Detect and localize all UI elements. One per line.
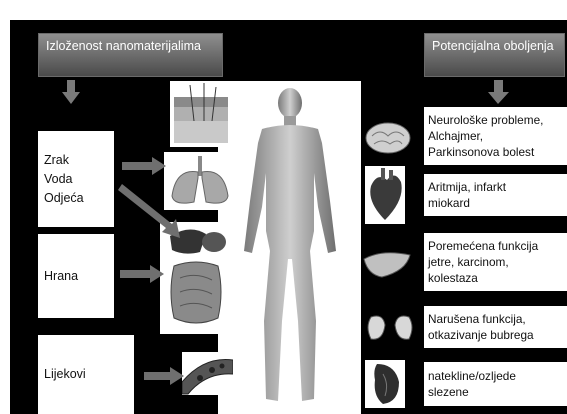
liver-icon (362, 247, 412, 283)
brain-icon (362, 118, 414, 158)
heart-thumb (365, 166, 405, 224)
arrow-medicine-to-vessel (144, 367, 184, 385)
arrow-to-lungs (122, 157, 166, 175)
liver-thumb (362, 247, 412, 283)
arrow-food-to-digestive (120, 265, 164, 283)
disease-box-kidney: Narušena funkcija, otkazivanje bubrega (424, 306, 567, 348)
brain-thumb (362, 118, 414, 158)
heart-icon (365, 166, 405, 224)
spleen-thumb (365, 360, 405, 408)
disease-label: Poremećena funkcija jetre, karcinom, kol… (428, 238, 538, 286)
spleen-icon (365, 360, 405, 408)
disease-label: natekline/ozljede slezene (428, 368, 516, 400)
disease-label: Narušena funkcija, otkazivanje bubrega (428, 311, 534, 343)
disease-box-liver: Poremećena funkcija jetre, karcinom, kol… (424, 233, 567, 291)
disease-label: Aritmija, infarkt miokard (428, 179, 506, 211)
kidney-thumb (365, 311, 415, 345)
disease-box-cardiac: Aritmija, infarkt miokard (424, 174, 567, 216)
arrow-to-digestive (118, 184, 180, 238)
kidney-icon (365, 311, 415, 345)
disease-label: Neurološke probleme, Alchajmer, Parkinso… (428, 112, 543, 160)
disease-box-neurological: Neurološke probleme, Alchajmer, Parkinso… (424, 107, 567, 165)
disease-box-spleen: natekline/ozljede slezene (424, 362, 567, 406)
